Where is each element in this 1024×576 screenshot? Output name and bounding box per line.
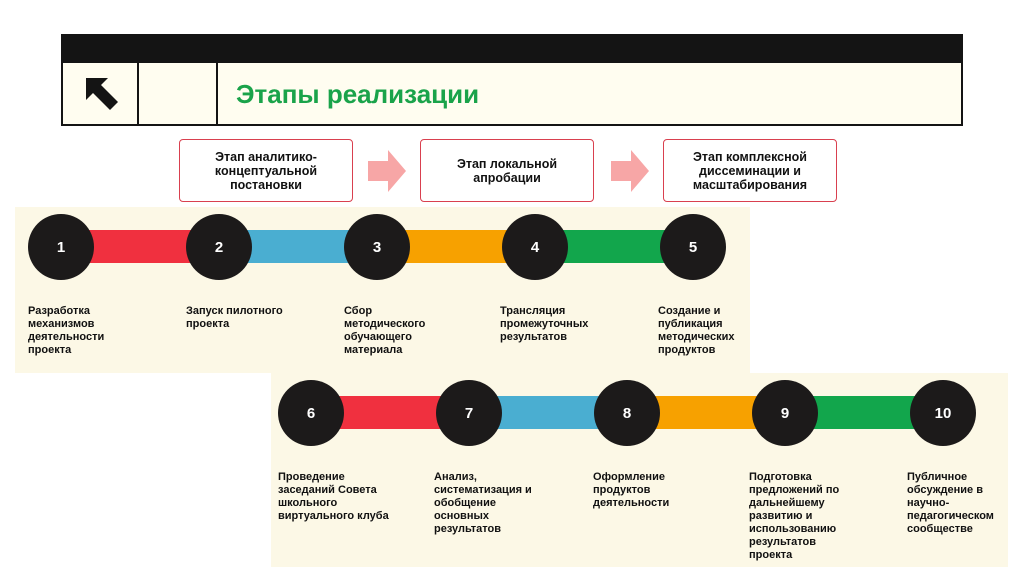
step-circle: 5: [660, 214, 726, 280]
step-label: Разработка механизмов деятельности проек…: [28, 305, 105, 356]
step-circle: 9: [752, 380, 818, 446]
step-label: Подготовка предложений по дальнейшему ра…: [749, 471, 840, 561]
stage-box-1: Этап аналитико-концептуальной постановки: [179, 139, 353, 202]
stage-label: Этап локальной апробации: [456, 156, 558, 185]
step-label: Сбор методического обучающего материала: [344, 305, 426, 356]
step-label: Публичное обсуждение в научно-педагогиче…: [907, 471, 994, 535]
header-bar: [61, 34, 963, 61]
step-label: Трансляция промежуточных результатов: [500, 305, 589, 343]
step-label: Анализ, систематизация и обобщение основ…: [434, 471, 532, 535]
stage-label: Этап аналитико-концептуальной постановки: [214, 149, 318, 192]
step-circle: 7: [436, 380, 502, 446]
header-divider: [216, 61, 218, 126]
track-segment-green: [562, 230, 668, 263]
step-circle: 6: [278, 380, 344, 446]
step-circle: 2: [186, 214, 252, 280]
stage-box-3: Этап комплексной диссеминации и масштаби…: [663, 139, 837, 202]
track-segment-red: [88, 230, 194, 263]
step-label: Проведение заседаний Совета школьного ви…: [278, 471, 389, 522]
track-segment-red: [338, 396, 444, 429]
stage-arrow-icon: [368, 150, 406, 192]
track-segment-blue: [496, 396, 602, 429]
step-label: Оформление продуктов деятельности: [593, 471, 670, 509]
page-title: Этапы реализации: [236, 79, 480, 109]
track-segment-orange: [654, 396, 760, 429]
step-label: Запуск пилотного проекта: [186, 305, 283, 330]
track-segment-green: [812, 396, 918, 429]
step-circle: 10: [910, 380, 976, 446]
step-circle: 8: [594, 380, 660, 446]
header-box: [61, 61, 963, 126]
header-divider: [137, 61, 139, 126]
track-segment-blue: [246, 230, 352, 263]
stage-box-2: Этап локальной апробации: [420, 139, 594, 202]
step-circle: 4: [502, 214, 568, 280]
arrow-up-left-icon: [86, 78, 118, 110]
step-label: Создание и публикация методических проду…: [658, 305, 735, 356]
step-circle: 3: [344, 214, 410, 280]
step-circle: 1: [28, 214, 94, 280]
stage-arrow-icon: [611, 150, 649, 192]
track-segment-orange: [404, 230, 510, 263]
stage-label: Этап комплексной диссеминации и масштаби…: [692, 149, 808, 192]
